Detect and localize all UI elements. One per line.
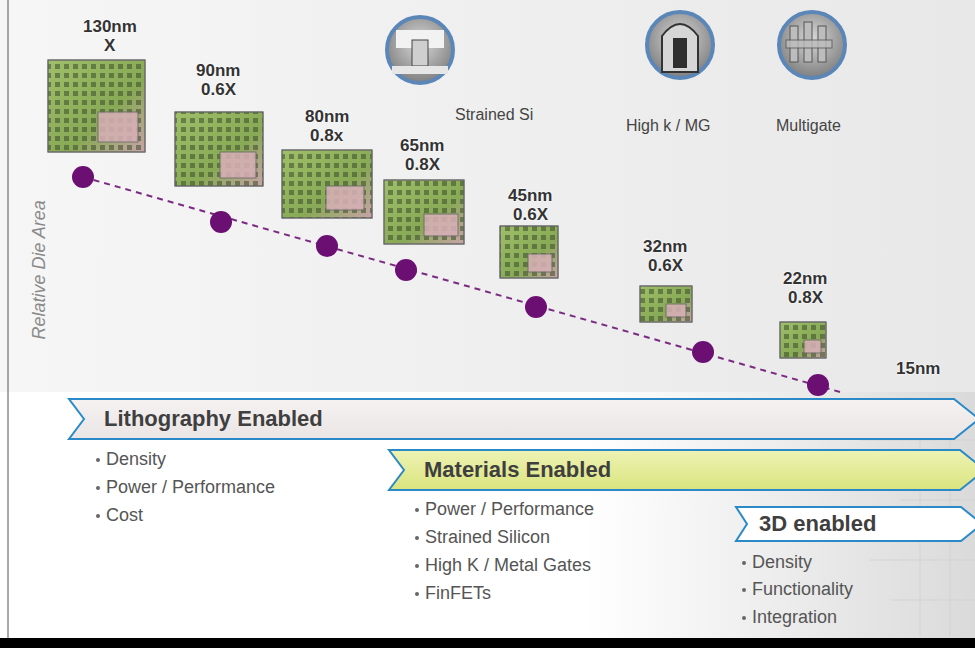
band-arrow: Materials EnabledPower / PerformanceStra… (388, 449, 975, 491)
bullet-dot (96, 514, 100, 518)
bullet-dot (415, 508, 419, 512)
node-label: 45nm (508, 187, 552, 206)
bullet-item: Cost (96, 505, 143, 527)
scale-factor: 0.8X (405, 156, 440, 175)
scale-factor: 0.8x (310, 127, 343, 146)
bullet-dot (742, 561, 746, 565)
node-label: 32nm (643, 238, 687, 257)
axis-title: Relative Die Area (30, 200, 50, 339)
bullet-dot (96, 458, 100, 462)
bullet-text: Density (752, 552, 812, 574)
bullet-item: Density (742, 552, 812, 574)
scale-factor: 0.6X (648, 257, 683, 276)
band-title: Lithography Enabled (68, 398, 975, 431)
bullet-item: High K / Metal Gates (415, 555, 591, 577)
icon-caption: Strained Si (455, 106, 533, 124)
node-label: 130nm (83, 18, 137, 37)
bullet-dot (415, 564, 419, 568)
bullet-item: Functionality (742, 579, 853, 601)
icon-caption: Multigate (776, 117, 841, 135)
bullet-dot (415, 536, 419, 540)
bullet-item: Power / Performance (96, 477, 275, 499)
icon-caption: High k / MG (626, 117, 710, 135)
node-label: 65nm (400, 137, 444, 156)
scale-factor: 0.6X (201, 81, 236, 100)
bullet-item: FinFETs (415, 583, 491, 605)
band-title: Materials Enabled (388, 449, 975, 482)
band-outline (389, 450, 975, 490)
bullet-text: Strained Silicon (425, 527, 550, 549)
bullet-dot (415, 592, 419, 596)
scale-factor: X (104, 37, 115, 56)
band-title: 3D enabled (735, 506, 975, 536)
bullet-dot (742, 588, 746, 592)
bullet-text: Density (106, 449, 166, 471)
bullet-item: Density (96, 449, 166, 471)
band-outline (736, 507, 975, 541)
bullet-item: Power / Performance (415, 499, 594, 521)
band-arrow: Lithography EnabledDensityPower / Perfor… (68, 398, 975, 440)
bullet-text: Cost (106, 505, 143, 527)
bullet-text: Integration (752, 607, 837, 629)
node-label: 15nm (896, 360, 940, 379)
bullet-item: Integration (742, 607, 837, 629)
bullet-dot (96, 486, 100, 490)
node-label: 80nm (305, 108, 349, 127)
bullet-text: Power / Performance (425, 499, 594, 521)
band-outline (69, 399, 975, 439)
bullet-text: Functionality (752, 579, 853, 601)
scale-factor: 0.8X (788, 289, 823, 308)
bullet-text: Power / Performance (106, 477, 275, 499)
bullet-dot (742, 616, 746, 620)
bullet-text: FinFETs (425, 583, 491, 605)
bullet-text: High K / Metal Gates (425, 555, 591, 577)
node-label: 22nm (783, 270, 827, 289)
scale-factor: 0.6X (513, 206, 548, 225)
bullet-item: Strained Silicon (415, 527, 550, 549)
band-arrow: 3D enabledDensityFunctionalityIntegratio… (735, 506, 975, 542)
node-label: 90nm (196, 62, 240, 81)
